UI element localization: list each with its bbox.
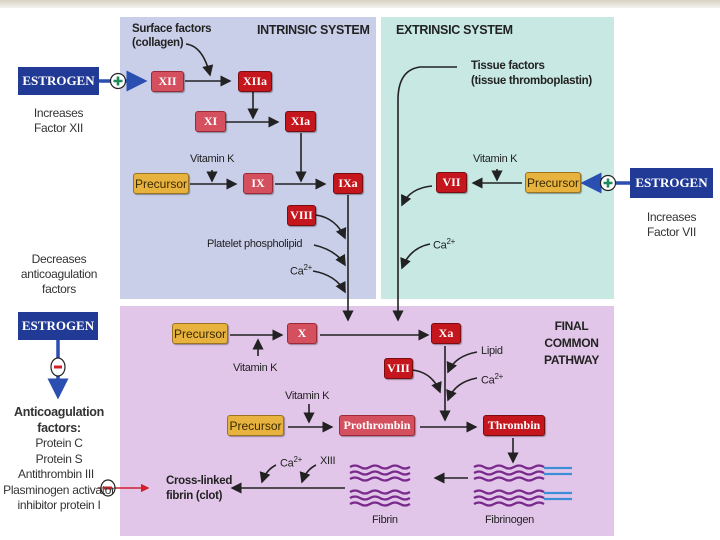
extrinsic-system-panel: EXTRINSIC SYSTEM Tissue factors (tissue … xyxy=(381,17,614,299)
precursor-prothrombin: Precursor xyxy=(227,415,284,436)
decreases-anticoag-note: Decreases anticoagulation factors xyxy=(4,252,114,297)
fibrinogen-label: Fibrinogen xyxy=(485,514,534,526)
surface-factors-line1: Surface factors xyxy=(132,23,212,35)
line-tissue-factor xyxy=(392,66,457,322)
calcium-charge: 2+ xyxy=(303,263,312,272)
estrogen-right-effect: Increases Factor VII xyxy=(630,210,713,240)
factor-ixa: IXa xyxy=(333,173,363,194)
inhibit-sign-clot xyxy=(100,479,116,497)
estrogen-left-effect: Increases Factor XII xyxy=(18,106,99,136)
arrow-ca-intrinsic xyxy=(312,270,346,294)
estrogen-box-right: ESTROGEN xyxy=(630,168,713,198)
factor-xiii-label: XIII xyxy=(320,455,336,467)
common-title: FINAL COMMON PATHWAY xyxy=(544,318,599,369)
precursor-ix: Precursor xyxy=(133,173,189,194)
fibrinogen-strands xyxy=(473,464,545,507)
calcium-text: Ca xyxy=(290,265,304,278)
surface-factors-line2: (collagen) xyxy=(132,37,184,49)
cross-linked-fibrin-label: Cross-linked fibrin (clot) xyxy=(166,474,232,504)
tissue-factors-line2: (tissue thromboplastin) xyxy=(471,75,592,87)
effect-line2: Factor VII xyxy=(646,225,696,239)
clot-line1: Cross-linked xyxy=(166,475,233,487)
clot-line2: fibrin (clot) xyxy=(166,490,223,502)
anticoag-heading-line2: factors: xyxy=(37,420,81,435)
factor-xiia: XIIa xyxy=(238,71,272,92)
common-title-line1: FINAL xyxy=(554,319,589,333)
anticoag-item-pai-line1: Plasminogen activator xyxy=(3,482,115,497)
factor-xii: XII xyxy=(151,71,184,92)
arrow-ca-common xyxy=(446,377,478,402)
arrow-phospholipid xyxy=(313,244,346,267)
factor-viii-intrinsic: VIII xyxy=(287,205,316,226)
factor-viii-common: VIII xyxy=(384,358,413,379)
note-line1: Decreases xyxy=(31,252,87,266)
tissue-factors-line1: Tissue factors xyxy=(471,60,545,72)
arrow-viii-common xyxy=(411,369,442,394)
arrow-surface-to-xii xyxy=(185,43,214,77)
calcium-common-label: Ca2+ xyxy=(481,372,503,387)
vitamin-k-prothrombin: Vitamin K xyxy=(285,390,330,402)
common-title-line2: COMMON xyxy=(544,336,599,350)
calcium-intrinsic-label: Ca2+ xyxy=(290,263,312,278)
inhibit-sign-anticoag xyxy=(50,357,66,377)
arrow-vii-down xyxy=(401,185,433,207)
calcium-extrinsic-label: Ca2+ xyxy=(433,237,455,252)
factor-ix: IX xyxy=(243,173,273,194)
calcium-charge: 2+ xyxy=(446,237,455,246)
promote-sign-right xyxy=(599,174,617,192)
anticoag-heading-line1: Anticoagulation xyxy=(14,405,104,419)
arrow-ca-clot xyxy=(259,464,277,484)
anticoag-item-protein-c: Protein C xyxy=(35,436,83,450)
lipid-label: Lipid xyxy=(481,345,503,357)
vitamin-k-x: Vitamin K xyxy=(233,362,278,374)
effect-line1: Increases xyxy=(646,210,697,224)
surface-factors-label: Surface factors (collagen) xyxy=(132,22,212,50)
factor-xa: Xa xyxy=(431,323,461,344)
platelet-phospholipid-label: Platelet phospholipid xyxy=(207,238,303,250)
factor-vii: VII xyxy=(436,172,467,193)
calcium-charge: 2+ xyxy=(293,455,302,464)
effect-line2: Factor XII xyxy=(33,121,83,135)
tissue-factors-label: Tissue factors (tissue thromboplastin) xyxy=(471,59,592,89)
vitamin-k-intrinsic: Vitamin K xyxy=(190,153,235,165)
promote-sign-left xyxy=(109,72,127,90)
fibrin-label: Fibrin xyxy=(372,514,398,526)
arrow-ca-extrinsic xyxy=(400,243,431,270)
anticoagulation-factors-list: Anticoagulation factors: Protein C Prote… xyxy=(0,405,118,514)
fibrinogen-links xyxy=(544,466,572,501)
top-border xyxy=(0,0,720,8)
note-line2: anticoagulation xyxy=(20,267,98,281)
calcium-text: Ca xyxy=(280,457,294,470)
extrinsic-title: EXTRINSIC SYSTEM xyxy=(396,23,513,37)
intrinsic-title: INTRINSIC SYSTEM xyxy=(257,23,370,37)
factor-xi: XI xyxy=(195,111,226,132)
calcium-charge: 2+ xyxy=(494,372,503,381)
calcium-clot-label: Ca2+ xyxy=(280,455,302,470)
precursor-vii: Precursor xyxy=(525,172,581,193)
fibrin-strands xyxy=(349,464,411,507)
calcium-text: Ca xyxy=(433,239,447,252)
prothrombin: Prothrombin xyxy=(339,415,415,436)
thrombin: Thrombin xyxy=(483,415,545,436)
factor-x: X xyxy=(287,323,317,344)
common-title-line3: PATHWAY xyxy=(544,353,600,367)
effect-line1: Increases xyxy=(33,106,84,120)
note-line3: factors xyxy=(42,282,76,296)
arrow-viii-ixa xyxy=(315,214,347,240)
estrogen-box-anticoag: ESTROGEN xyxy=(18,312,98,340)
arrow-xiii-clot xyxy=(299,464,317,484)
factor-xia: XIa xyxy=(285,111,316,132)
anticoag-item-pai-line2: inhibitor protein I xyxy=(17,498,101,512)
anticoag-item-protein-s: Protein S xyxy=(35,451,83,466)
anticoag-item-antithrombin: Antithrombin III xyxy=(18,467,94,481)
vitamin-k-extrinsic: Vitamin K xyxy=(473,153,518,165)
estrogen-box-left: ESTROGEN xyxy=(18,67,99,95)
precursor-x: Precursor xyxy=(172,323,228,344)
calcium-text: Ca xyxy=(481,374,495,387)
arrow-lipid xyxy=(446,351,478,374)
